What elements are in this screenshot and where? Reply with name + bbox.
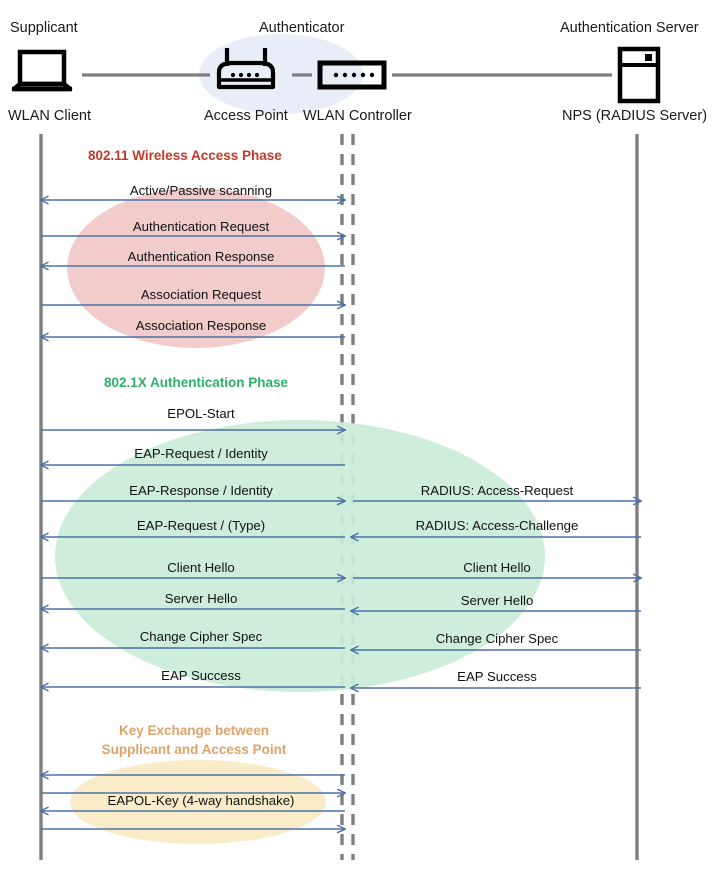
actor-role-authenticator: Authenticator [259,20,345,36]
phase-title-key-exchange-line1: Key Exchange between [118,723,270,738]
phase-title-80211: 802.11 Wireless Access Phase [88,148,282,163]
message-label-client-hello-right: Client Hello [463,560,531,575]
server-icon [617,46,661,104]
message-label-eap-success-right: EAP Success [457,669,537,684]
phase-title-key-exchange-line2: Supplicant and Access Point [101,742,287,757]
actor-device-nps-radius-server: NPS (RADIUS Server) [562,108,708,124]
message-label-eapol-start: EPOL-Start [167,406,235,421]
message-label-eap-request-type: EAP-Request / (Type) [136,518,266,533]
actor-role-supplicant: Supplicant [10,20,78,36]
message-label-client-hello-left: Client Hello [167,560,235,575]
wireless-access-point-icon [216,48,276,90]
message-label-eap-success-left: EAP Success [161,668,241,683]
message-label-server-hello-right: Server Hello [460,593,534,608]
message-label-association-request: Association Request [140,287,262,302]
phase-80211-ellipse [67,188,325,348]
message-label-radius-access-request: RADIUS: Access-Request [420,483,574,498]
network-switch-icon [317,60,387,90]
message-label-eap-request-identity: EAP-Request / Identity [134,446,268,461]
laptop-icon [11,49,73,92]
actor-device-access-point: Access Point [204,108,288,124]
message-label-change-cipher-spec-right: Change Cipher Spec [435,631,559,646]
message-label-association-response: Association Response [135,318,267,333]
actor-device-wlan-client: WLAN Client [8,108,91,124]
message-label-authentication-request: Authentication Request [132,219,270,234]
message-label-server-hello-left: Server Hello [164,591,238,606]
message-label-change-cipher-spec-left: Change Cipher Spec [139,629,263,644]
message-label-authentication-response: Authentication Response [127,249,275,264]
phase-title-8021x: 802.1X Authentication Phase [104,375,289,390]
authenticator-zone-ellipse [199,34,363,114]
actor-role-authentication-server: Authentication Server [560,20,699,36]
message-label-radius-access-challenge: RADIUS: Access-Challenge [415,518,579,533]
message-label-active-passive-scanning: Active/Passive scanning [129,183,273,198]
message-label-eap-response-identity: EAP-Response / Identity [129,483,273,498]
actor-device-wlan-controller: WLAN Controller [303,108,412,124]
message-label-eapol-key: EAPOL-Key (4-way handshake) [107,793,295,808]
phase-8021x-ellipse [55,420,545,692]
phase-keyexchange-ellipse [70,760,326,844]
